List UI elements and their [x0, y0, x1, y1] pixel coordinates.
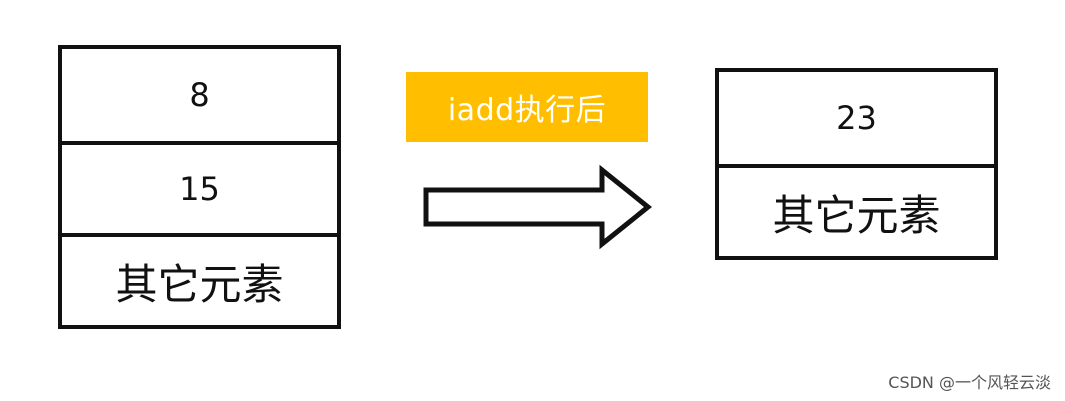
watermark: CSDN @一个风轻云淡 [888, 373, 1051, 392]
stack-cell-second: 15 [62, 141, 337, 233]
stack-cell-result: 23 [836, 99, 877, 137]
stack-cell-top: 8 [189, 76, 210, 114]
stack-cell-other-elements: 其它元素 [62, 233, 337, 325]
operand-stack-after: 23 其它元素 [715, 68, 998, 260]
stack-cell-other-elements-after: 其它元素 [719, 164, 994, 256]
operation-label: iadd执行后 [406, 72, 648, 142]
right-arrow-icon [423, 164, 652, 250]
operand-stack-before: 8 15 其它元素 [58, 45, 341, 329]
